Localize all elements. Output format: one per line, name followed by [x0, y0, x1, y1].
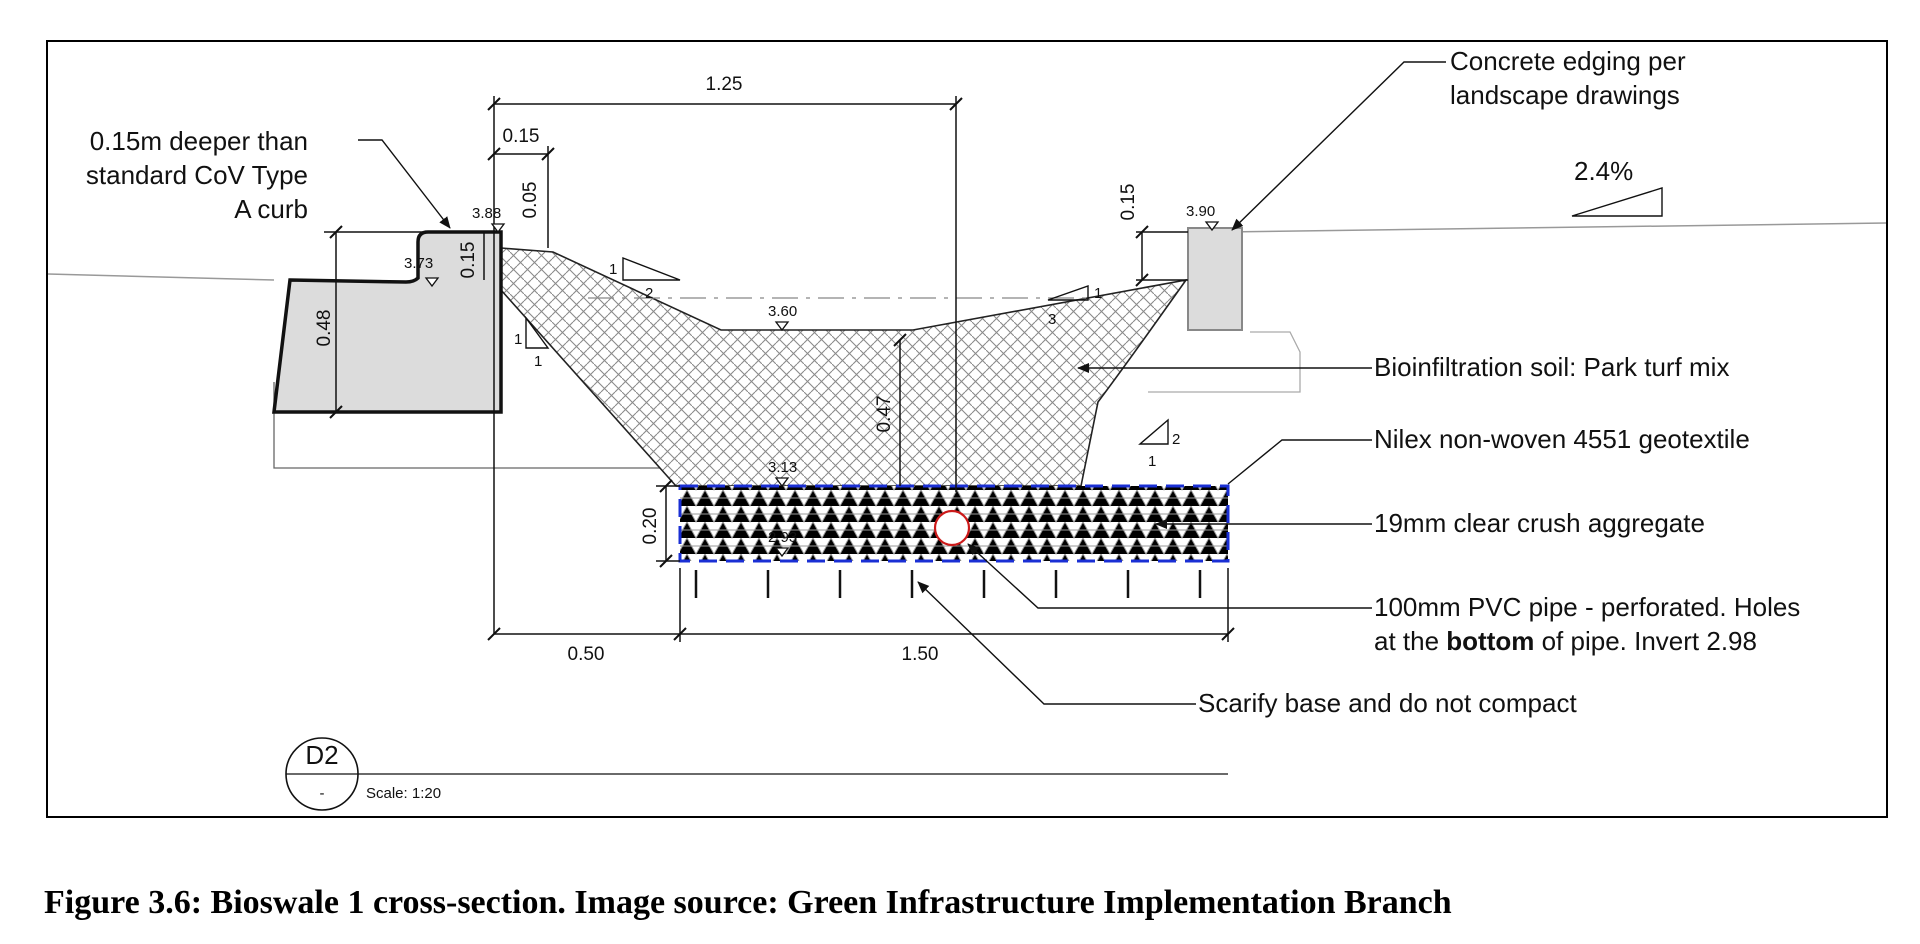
- dim-aggregate-depth: 0.20: [640, 508, 661, 545]
- soil-callout: Bioinfiltration soil: Park turf mix: [1374, 352, 1729, 382]
- dim-lip-height: 0.05: [520, 182, 541, 219]
- detail-tag-sheet: -: [320, 785, 325, 802]
- dim-bottom-offset: 0.50: [568, 644, 605, 665]
- elev-curb-top: 3.88: [472, 205, 501, 222]
- concrete-edging: [1187, 227, 1243, 331]
- scarify-callout: Scarify base and do not compact: [1198, 688, 1577, 718]
- slope-upper-left-run: 2: [645, 285, 653, 302]
- dim-edging-height: 0.15: [1118, 184, 1139, 221]
- slope-upper-left-rise: 1: [609, 261, 617, 278]
- left-ground-line: [48, 273, 275, 281]
- elev-edging-top: 3.90: [1186, 203, 1215, 220]
- elev-geotextile: 3.13: [768, 459, 797, 476]
- right-ground-line: [1222, 222, 1886, 233]
- slope-triangles: [525, 187, 1663, 445]
- scarify-marks: [694, 570, 1202, 598]
- surface-grade: 2.4%: [1574, 156, 1633, 186]
- curb-note-line2: standard CoV Type: [86, 160, 308, 190]
- pipe-callout-line1: 100mm PVC pipe - perforated. Holes: [1374, 592, 1800, 622]
- curb-note-line1: 0.15m deeper than: [90, 126, 308, 156]
- slope-right-rise: 1: [1094, 285, 1102, 302]
- slope-lower-right-rise: 2: [1172, 431, 1180, 448]
- leader-lines: [358, 61, 1446, 705]
- edging-line2: landscape drawings: [1450, 80, 1680, 110]
- dimension-lines: [324, 96, 1229, 642]
- elev-gutter: 3.73: [404, 255, 433, 272]
- edging-line1: Concrete edging per: [1450, 46, 1686, 76]
- slope-steep-left-rise: 1: [514, 331, 522, 348]
- curb-note-line3: A curb: [234, 194, 308, 224]
- slope-right-run: 3: [1048, 311, 1056, 328]
- slope-steep-left-run: 1: [534, 353, 542, 370]
- dim-top-width: 1.25: [706, 74, 743, 95]
- figure-caption: Figure 3.6: Bioswale 1 cross-section. Im…: [44, 884, 1452, 921]
- aggregate-callout: 19mm clear crush aggregate: [1374, 508, 1705, 538]
- detail-tag: D2 - Scale: 1:20: [285, 737, 1228, 811]
- drawing-frame: 1.25 0.15 0.05 0.15 0.48 0.15 0.47 0.20 …: [46, 40, 1888, 818]
- elev-aggregate-base: 2.93: [768, 529, 797, 546]
- geotextile-wrap: [678, 484, 1230, 563]
- detail-scale: Scale: 1:20: [366, 785, 441, 802]
- edging-footing-outline: [1148, 331, 1301, 393]
- slope-lower-right-run: 1: [1148, 453, 1156, 470]
- cross-section-drawing: 1.25 0.15 0.05 0.15 0.48 0.15 0.47 0.20 …: [48, 46, 1886, 811]
- geotextile-callout: Nilex non-woven 4551 geotextile: [1374, 424, 1750, 454]
- dim-soil-depth: 0.47: [874, 396, 895, 433]
- dim-curb-offset: 0.15: [503, 126, 540, 147]
- elev-swale-bottom: 3.60: [768, 303, 797, 320]
- dim-curb-face: 0.15: [458, 242, 479, 279]
- elevation-markers: [424, 221, 1220, 558]
- pvc-pipe: [933, 509, 971, 547]
- bioinfiltration-soil: [500, 247, 1188, 487]
- dimension-ticks: [329, 97, 1235, 641]
- dim-bottom-width: 1.50: [902, 644, 939, 665]
- pipe-callout-line2: at the bottom of pipe. Invert 2.98: [1374, 626, 1757, 656]
- detail-tag-id: D2: [305, 740, 338, 770]
- dim-curb-depth: 0.48: [314, 310, 335, 347]
